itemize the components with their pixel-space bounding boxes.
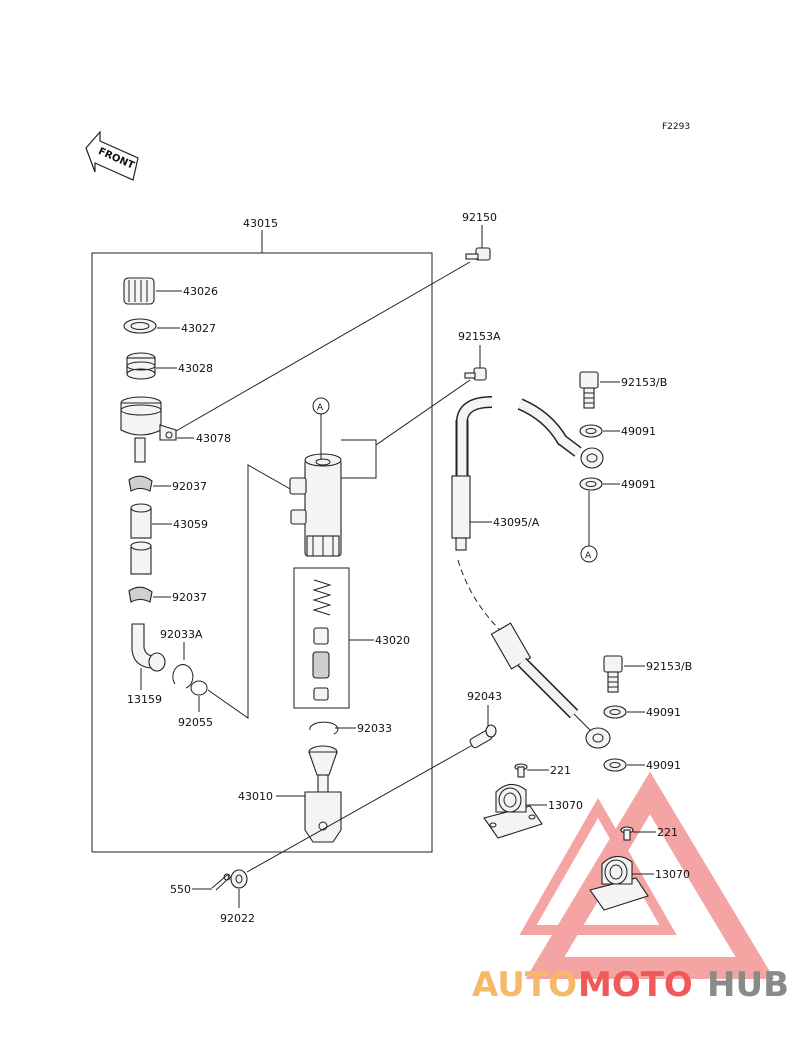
label-92033: 92033 (357, 722, 392, 735)
bracket-icon (589, 855, 649, 911)
bolt-icon (464, 367, 487, 381)
label-13159: 13159 (127, 693, 162, 706)
label-92150: 92150 (462, 211, 497, 224)
bracket-icon (483, 783, 543, 839)
label-49091-3: 49091 (646, 706, 681, 719)
spring-icon (312, 579, 332, 616)
label-43028: 43028 (178, 362, 213, 375)
label-43095A: 43095/A (493, 516, 540, 529)
label-13070-a: 13070 (548, 799, 583, 812)
push-rod-clevis-icon (304, 745, 342, 843)
reservoir-cap-icon (123, 277, 155, 305)
label-92043: 92043 (467, 690, 502, 703)
label-92153A: 92153A (458, 330, 501, 343)
figure-code: F2293 (662, 122, 690, 132)
label-49091-2: 49091 (621, 478, 656, 491)
hose-clamp-icon (128, 475, 153, 492)
label-43026: 43026 (183, 285, 218, 298)
label-550: 550 (170, 883, 191, 896)
label-92033A: 92033A (160, 628, 203, 641)
hose-clamp-icon (128, 586, 153, 603)
label-92055: 92055 (178, 716, 213, 729)
bolt-icon (465, 247, 491, 261)
label-43015: 43015 (243, 217, 278, 230)
reservoir-icon (120, 396, 177, 463)
screw-icon (620, 826, 634, 841)
diaphragm-plate-icon (123, 318, 157, 334)
hose-icon (130, 503, 152, 575)
washer-icon (579, 477, 603, 491)
label-43027: 43027 (181, 322, 216, 335)
circlip-icon (309, 721, 339, 735)
ref-marker-a-top-label: A (317, 403, 324, 413)
label-92022: 92022 (220, 912, 255, 925)
piston-kit-box (293, 567, 350, 709)
watermark-auto: AUTO (472, 965, 577, 1005)
front-arrow-icon: FRONT (85, 130, 139, 181)
label-43078: 43078 (196, 432, 231, 445)
label-43020: 43020 (375, 634, 410, 647)
ref-marker-a-bottom (580, 545, 598, 563)
assembly-frame (91, 252, 433, 853)
label-92153B-top: 92153/B (621, 376, 667, 389)
circlip-icon (172, 664, 194, 689)
watermark-hub: HUB (707, 965, 789, 1005)
diaphragm-icon (126, 352, 156, 380)
banjo-bolt-icon (603, 655, 623, 693)
elbow-fitting-icon (131, 623, 166, 672)
washer-icon (230, 869, 248, 889)
label-49091-1: 49091 (621, 425, 656, 438)
label-43010: 43010 (238, 790, 273, 803)
washer-icon (603, 705, 627, 719)
ref-marker-a-bottom-label: A (585, 551, 592, 561)
label-92153B-bottom: 92153/B (646, 660, 692, 673)
label-13070-b: 13070 (655, 868, 690, 881)
master-cylinder-body-icon (289, 453, 342, 557)
watermark-moto: MOTO (578, 965, 693, 1005)
label-92037-top: 92037 (172, 480, 207, 493)
label-92037-bottom: 92037 (172, 591, 207, 604)
brake-hose-icon (451, 396, 611, 749)
watermark-logo (519, 771, 775, 979)
label-49091-4: 49091 (646, 759, 681, 772)
cotter-pin-icon (211, 873, 231, 891)
label-221-a: 221 (550, 764, 571, 777)
label-221-b: 221 (657, 826, 678, 839)
piston-icon (312, 627, 330, 701)
washer-icon (603, 758, 627, 772)
screw-icon (514, 763, 528, 778)
o-ring-icon (190, 680, 208, 696)
washer-icon (579, 424, 603, 438)
watermark-text: AUTO MOTO HUB (472, 965, 789, 1005)
banjo-bolt-icon (579, 371, 599, 409)
label-43059: 43059 (173, 518, 208, 531)
pin-icon (469, 724, 497, 749)
